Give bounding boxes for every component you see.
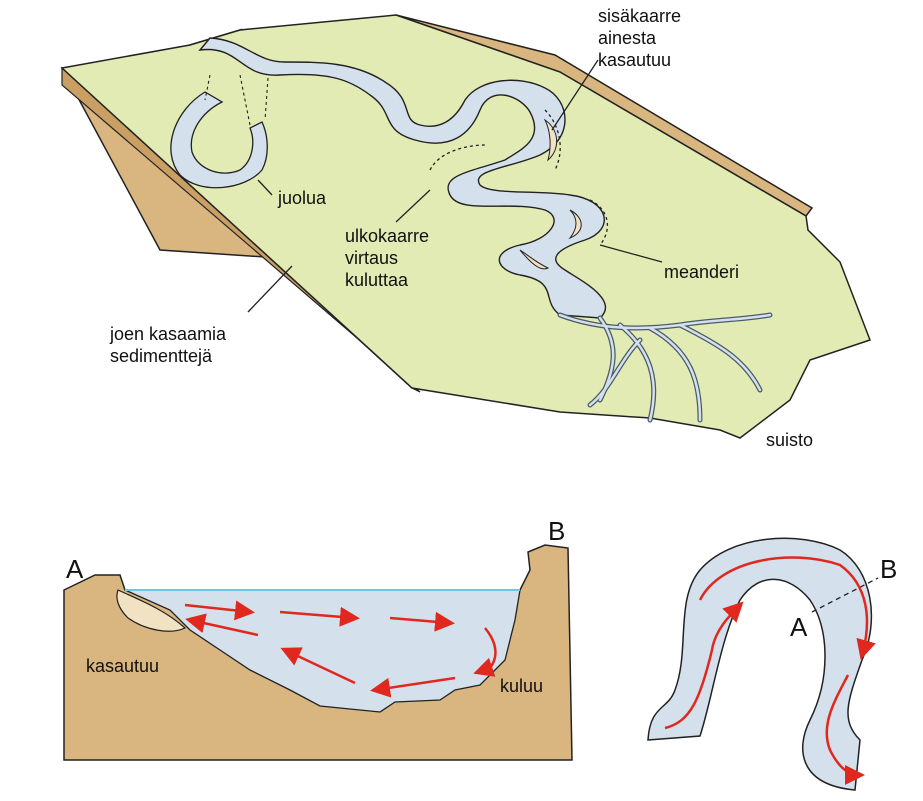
block-diagram: sisäkaarre ainesta kasautuu juolua ulkok… bbox=[62, 6, 870, 450]
sediments-label-1: joen kasaamia bbox=[109, 324, 227, 344]
plan-point-b: B bbox=[880, 554, 897, 584]
inner-bend-label-2: ainesta bbox=[598, 28, 657, 48]
leader-sediments bbox=[248, 266, 292, 312]
plan-view: A B bbox=[648, 538, 897, 790]
section-point-b: B bbox=[548, 516, 565, 546]
section-point-a: A bbox=[66, 554, 84, 584]
outer-bend-label-3: kuluttaa bbox=[345, 270, 409, 290]
cross-section: A B kasautuu kuluu bbox=[64, 516, 572, 760]
inner-bend-label-3: kasautuu bbox=[598, 50, 671, 70]
oxbow-label: juolua bbox=[277, 188, 327, 208]
inner-bend-label-1: sisäkaarre bbox=[598, 6, 681, 26]
erosion-label: kuluu bbox=[500, 676, 543, 696]
plan-meander-channel bbox=[648, 538, 871, 790]
delta-label: suisto bbox=[766, 430, 813, 450]
outer-bend-label-1: ulkokaarre bbox=[345, 226, 429, 246]
outer-bend-label-2: virtaus bbox=[345, 248, 398, 268]
meander-label: meanderi bbox=[664, 262, 739, 282]
sediments-label-2: sedimenttejä bbox=[110, 346, 213, 366]
plan-point-a: A bbox=[790, 612, 808, 642]
deposit-label: kasautuu bbox=[86, 656, 159, 676]
